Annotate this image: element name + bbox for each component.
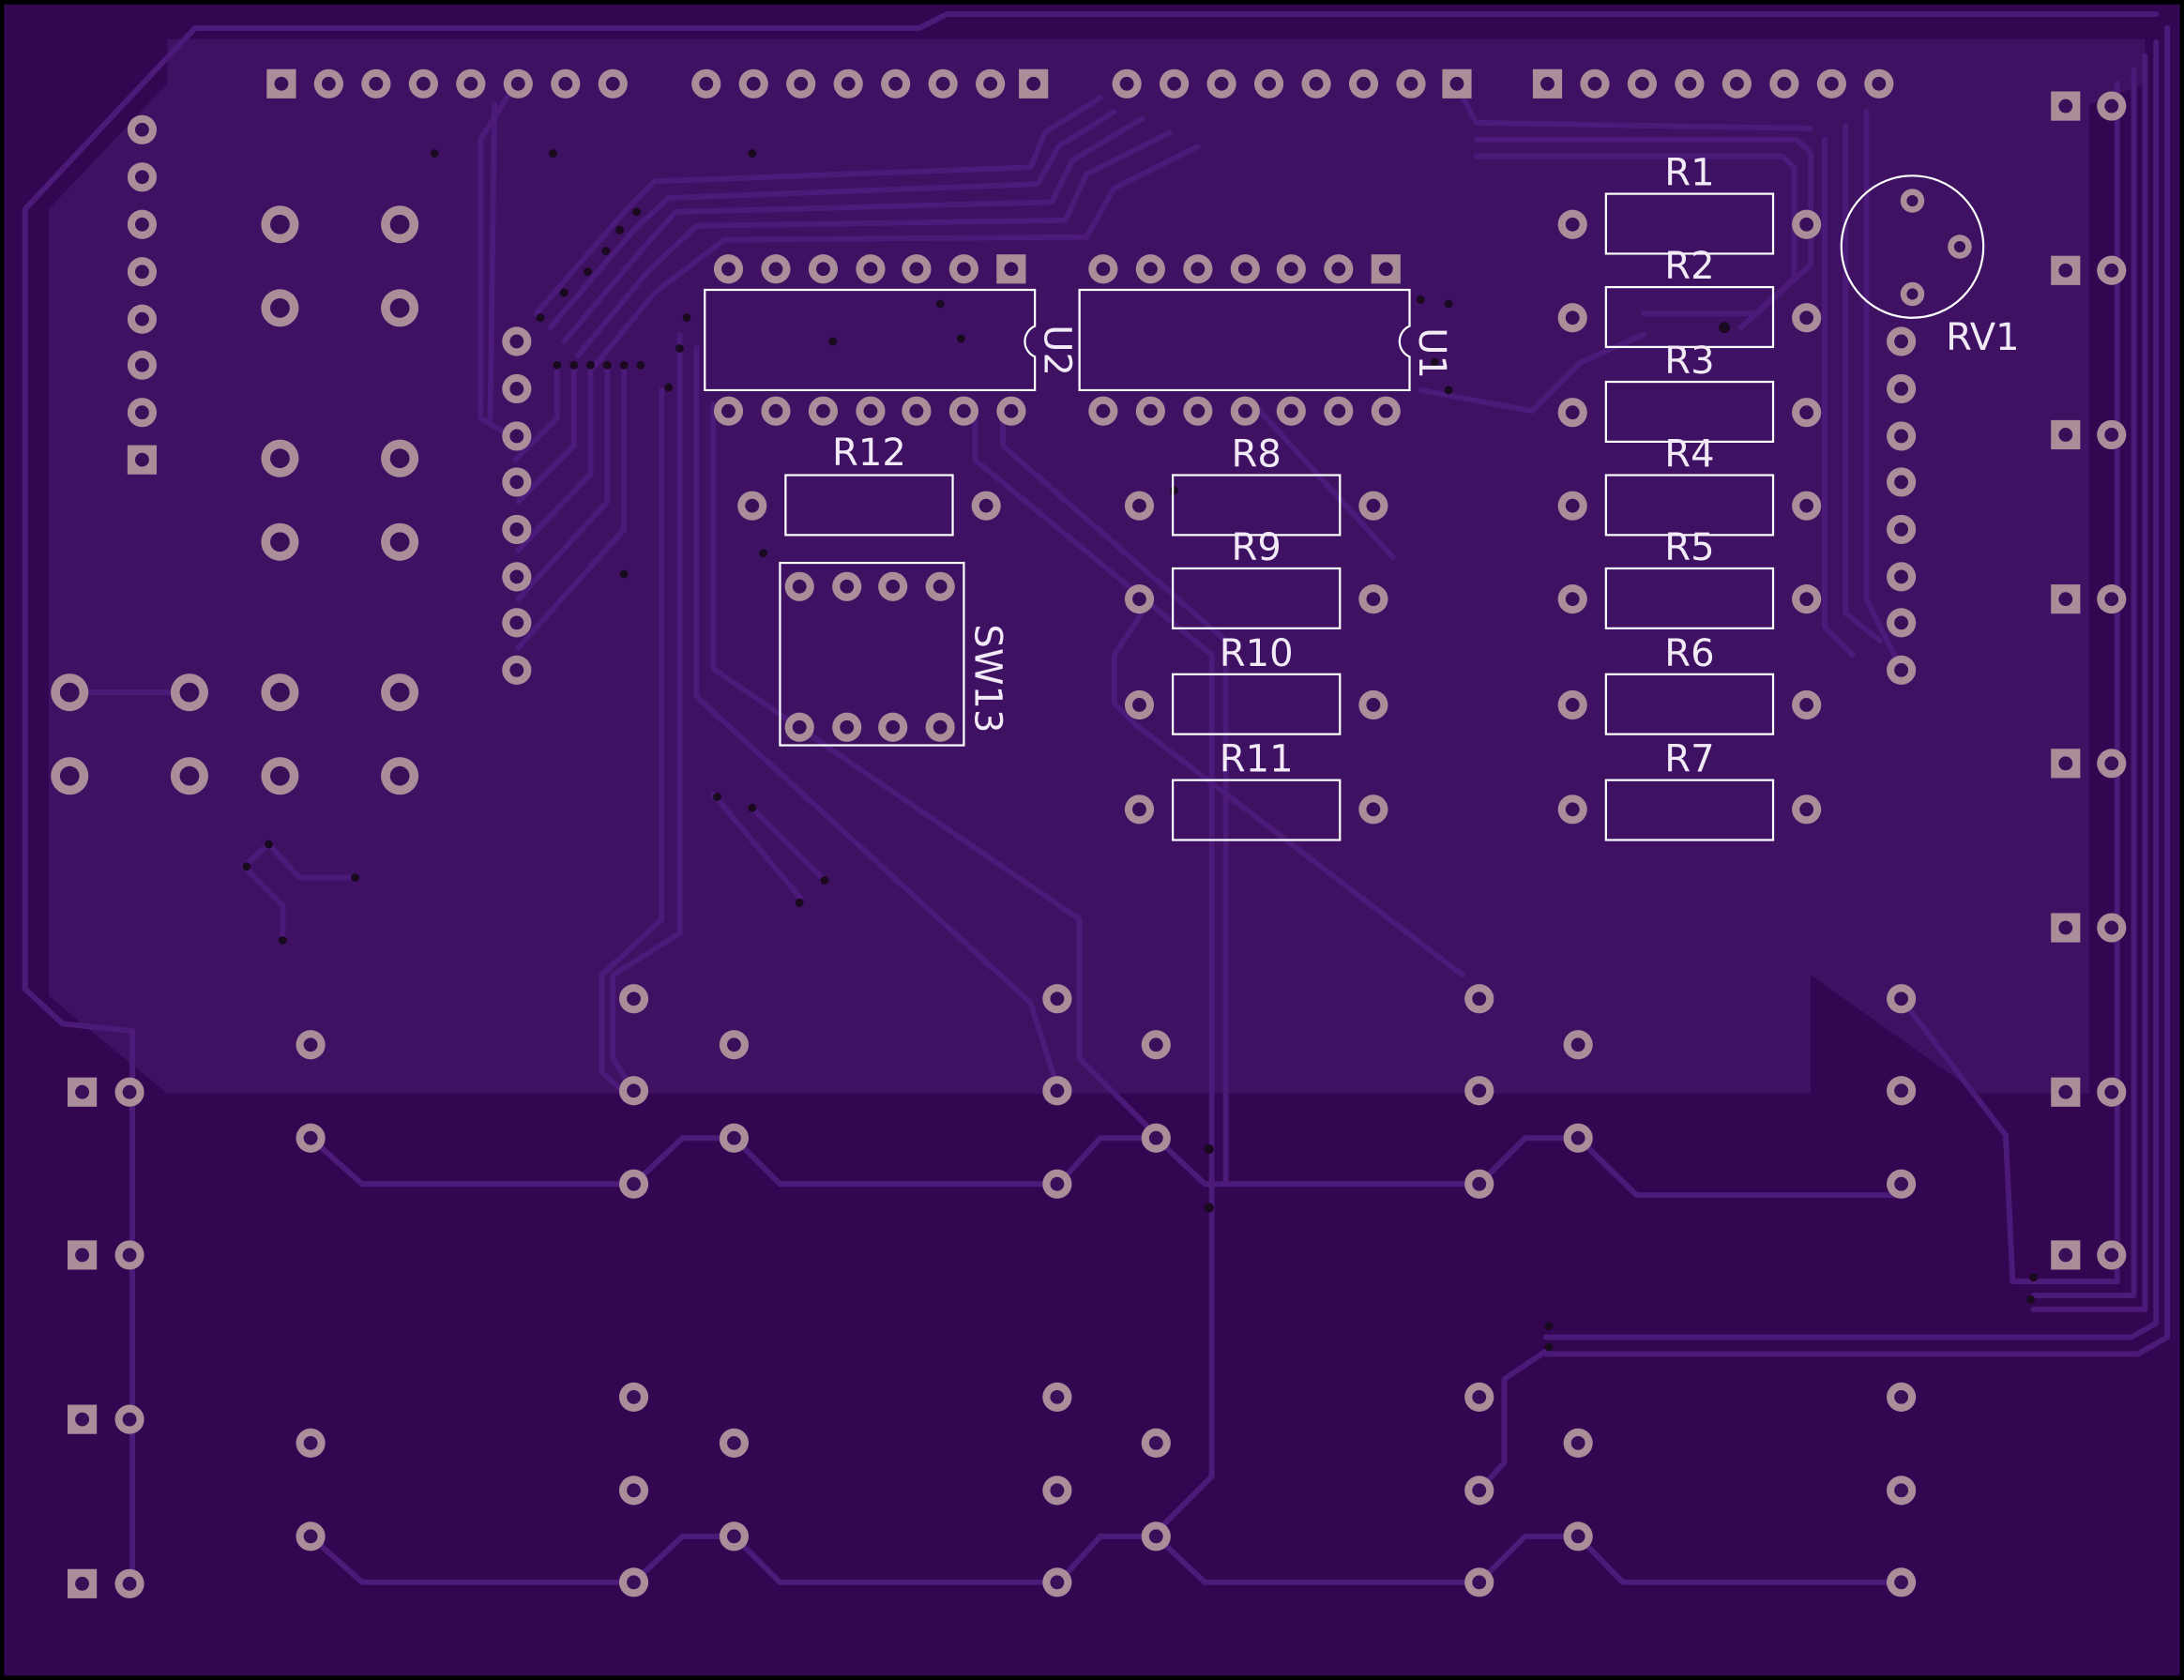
resistor-r9: R9 [1124, 526, 1388, 629]
resistor-r2: R2 [1557, 245, 1822, 349]
r3-label: R3 [1664, 340, 1714, 383]
u2-chip: U2 [704, 254, 1079, 426]
r11-label: R11 [1220, 738, 1294, 781]
resistor-r3: R3 [1557, 340, 1822, 443]
switch-sw13: SW13 [779, 561, 1009, 747]
r5-label: R5 [1664, 526, 1714, 569]
r9-label: R9 [1232, 526, 1282, 569]
resistor-r10: R10 [1124, 632, 1388, 735]
r12-label: R12 [832, 431, 906, 475]
r1-label: R1 [1664, 152, 1714, 195]
u1-label: U1 [1410, 327, 1453, 379]
r4-label: R4 [1664, 433, 1714, 477]
resistor-r11: R11 [1124, 738, 1388, 841]
resistor-r12: R12 [737, 431, 1001, 537]
u1-chip: U1 [1078, 254, 1453, 426]
vias [242, 149, 2039, 1352]
traces [22, 11, 2171, 1585]
r2-label: R2 [1664, 245, 1714, 288]
resistor-r8: R8 [1124, 433, 1388, 537]
resistor-r5: R5 [1557, 526, 1822, 629]
sw13-label: SW13 [965, 624, 1009, 733]
r6-label: R6 [1664, 632, 1714, 675]
u2-label: U2 [1036, 325, 1079, 376]
trimmer-rv1: RV1 [1840, 174, 2020, 359]
resistor-r7: R7 [1557, 738, 1822, 841]
resistor-r1: R1 [1557, 152, 1822, 255]
resistor-r6: R6 [1557, 632, 1822, 735]
copper-pour [48, 38, 2146, 1094]
rv1-label: RV1 [1946, 316, 2020, 359]
resistor-r4: R4 [1557, 433, 1822, 537]
r7-label: R7 [1664, 738, 1714, 781]
r8-label: R8 [1232, 433, 1282, 477]
r10-label: R10 [1220, 632, 1294, 675]
